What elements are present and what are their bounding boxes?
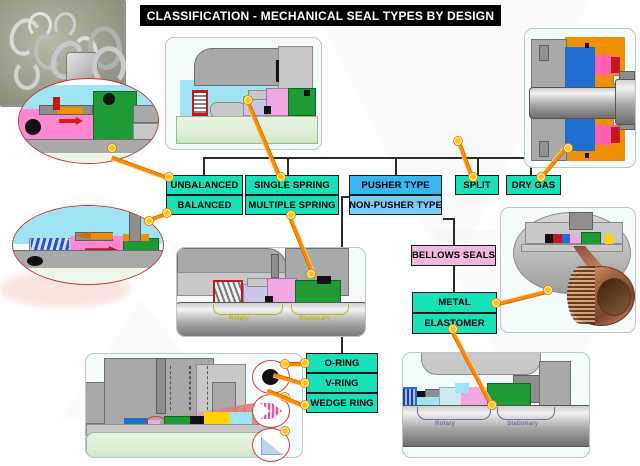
leader-dot-dry-gas-target [563, 143, 573, 153]
leader-dot-single-spring [276, 172, 286, 182]
leader-dot-unbalanced [164, 172, 174, 182]
connector-nonpusher-left-a [341, 196, 343, 218]
page-title: CLASSIFICATION - MECHANICAL SEAL TYPES B… [140, 5, 501, 26]
figure-unbalanced-detail [18, 78, 159, 164]
label-non-pusher-type[interactable]: NON-PUSHER TYPE [349, 195, 442, 215]
leader-dot-elastomer [448, 324, 458, 334]
label-o-ring[interactable]: O-RING [306, 353, 378, 373]
label-v-ring[interactable]: V-RING [306, 373, 378, 393]
leader-dot-multiple-spring [286, 210, 296, 220]
leader-dot-wedge-ring [300, 400, 310, 410]
label-pusher-type[interactable]: PUSHER TYPE [349, 175, 442, 195]
connector-split [477, 157, 479, 176]
label-bellows-seals[interactable]: BELLOWS SEALS [411, 245, 496, 266]
connector-pusher [395, 157, 397, 176]
label-single-spring[interactable]: SINGLE SPRING [245, 175, 339, 195]
label-metal[interactable]: METAL [412, 292, 497, 313]
leader-dot-o-ring [300, 358, 310, 368]
figure-bellows-seal-photo [500, 207, 636, 333]
label-multiple-spring[interactable]: MULTIPLE SPRING [245, 195, 339, 215]
connector-bellows-to-metal [453, 266, 455, 292]
leader-dot-metal-target [543, 285, 553, 295]
annotation-stationary: Stationary [299, 316, 331, 322]
figure-pusher-seal-photo: Rotary Stationary [176, 247, 366, 337]
label-balanced[interactable]: BALANCED [166, 195, 243, 215]
leader-dot-wedge-ring-target [280, 426, 290, 436]
leader-dot-balanced [162, 208, 172, 218]
annotation-rotary: Rotary [229, 316, 250, 322]
leader-dot-split [468, 172, 478, 182]
figure-dry-gas-seal-photo [524, 28, 636, 168]
annotation-rotary-2: Rotary [435, 421, 456, 427]
leader-dot-metal [491, 298, 501, 308]
leader-dot-unbalanced-target [107, 143, 117, 153]
leader-dot-split-target [453, 136, 463, 146]
label-wedge-ring[interactable]: WEDGE RING [306, 393, 378, 413]
connector-nonpusher-right-b [443, 218, 454, 220]
connector-nonpusher-left-b [341, 196, 351, 198]
leader-dot-dry-gas [536, 172, 546, 182]
figure-spring-seal-photo [165, 37, 322, 150]
label-unbalanced[interactable]: UNBALANCED [166, 175, 243, 195]
leader-dot-multiple-spring-target [306, 269, 316, 279]
figure-balanced-detail [12, 205, 164, 285]
connector-unbalanced [203, 157, 205, 176]
connector-nonpusher-right-a [453, 218, 455, 245]
label-dry-gas[interactable]: DRY GAS [506, 175, 561, 195]
connector-single-spring [287, 157, 289, 176]
leader-dot-elastomer-target [487, 400, 497, 410]
leader-dot-o-ring-target [280, 359, 290, 369]
leader-dot-balanced-target [144, 216, 154, 226]
connector-bus-horizontal [203, 157, 531, 159]
annotation-stationary-2: Stationary [507, 421, 539, 427]
leader-dot-v-ring [300, 378, 310, 388]
leader-dot-single-spring-target [243, 95, 253, 105]
